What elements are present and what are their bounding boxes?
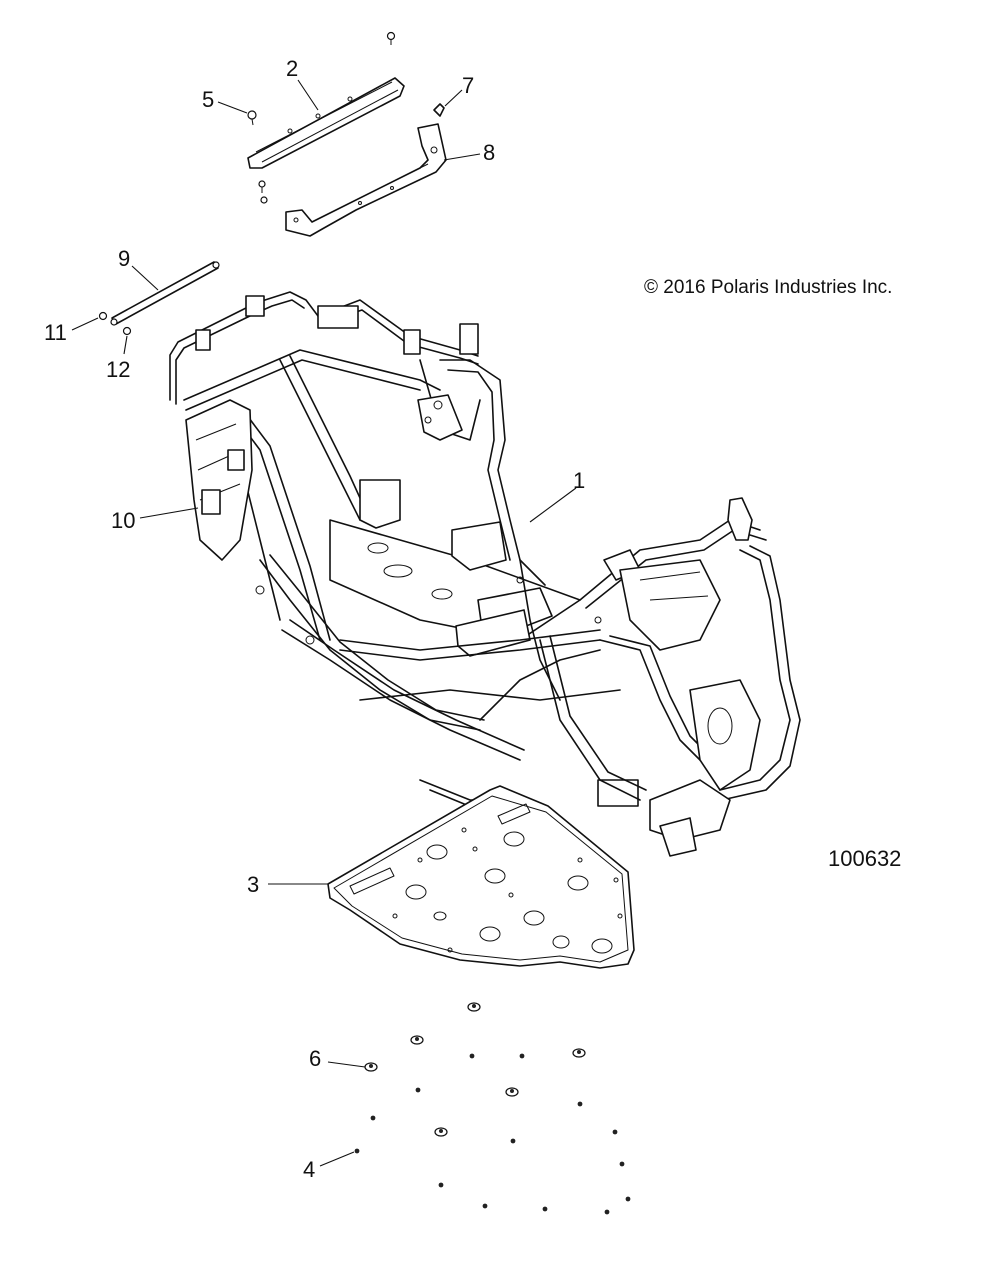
part-4-screws[interactable]: [354, 1053, 631, 1215]
figure-number: 100632: [828, 846, 901, 871]
part-11-nut[interactable]: [98, 311, 108, 321]
part-8-bracket[interactable]: [285, 123, 447, 237]
part-7-clip[interactable]: [433, 103, 445, 117]
callout-7: 7: [462, 73, 474, 98]
callout-11: 11: [44, 320, 67, 345]
part-9-rod[interactable]: [110, 261, 220, 326]
callout-4: 4: [303, 1157, 315, 1182]
part-2-fastener: [386, 31, 396, 45]
part-1-chassis-frame[interactable]: [169, 291, 801, 857]
callout-leaders: [71, 79, 577, 1167]
part-8-fasteners: [258, 180, 268, 204]
callout-3: 3: [247, 872, 259, 897]
callout-10: 10: [111, 508, 135, 533]
part-5-screw[interactable]: [247, 110, 257, 126]
callout-1: 1: [573, 468, 585, 493]
callout-9: 9: [118, 246, 130, 271]
copyright-text: © 2016 Polaris Industries Inc.: [644, 277, 892, 298]
callout-6: 6: [309, 1046, 321, 1071]
part-2-bracket[interactable]: [247, 77, 405, 169]
callout-12: 12: [106, 357, 130, 382]
callout-5: 5: [202, 87, 214, 112]
part-6-grommets[interactable]: [364, 1002, 586, 1137]
callout-8: 8: [483, 140, 495, 165]
callout-2: 2: [286, 56, 298, 81]
part-3-skid-plate[interactable]: [327, 785, 635, 969]
part-12-nut[interactable]: [122, 326, 132, 336]
